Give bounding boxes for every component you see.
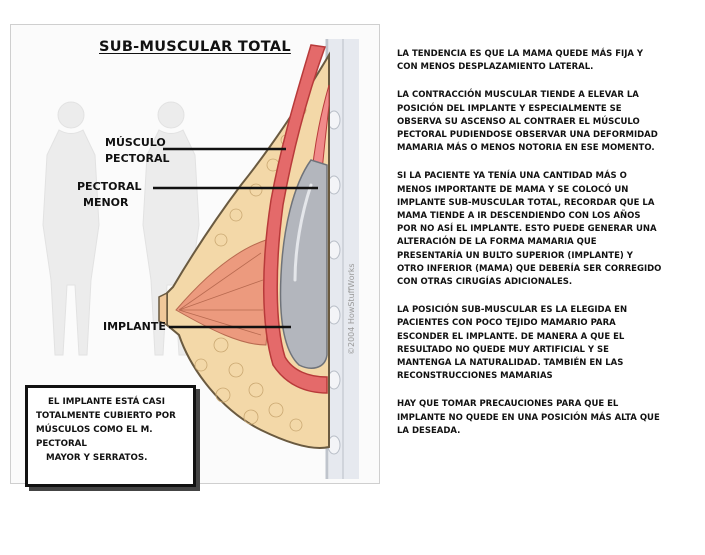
description-text: La tendencia es que la mama quede más fi… xyxy=(397,48,662,453)
paragraph-muscle-contraction: La contracción muscular tiende a elevar … xyxy=(397,90,658,154)
implant-highlight xyxy=(293,183,313,282)
nipple xyxy=(158,291,168,327)
copyright-watermark: ©2004 HowStuffWorks xyxy=(347,263,356,355)
note-line-2: TOTALMENTE CUBIERTO POR xyxy=(36,411,176,421)
label-pectoralis-major-line2: PECTORAL xyxy=(105,152,170,165)
label-pectoralis-major: MÚSCULO PECTORAL xyxy=(105,135,170,167)
note-line-1: EL IMPLANTE ESTÁ CASI xyxy=(48,397,165,407)
label-pectoralis-minor-line1: PECTORAL xyxy=(77,180,142,193)
implant xyxy=(279,159,328,369)
note-line-3: MÚSCULOS COMO EL M. PECTORAL xyxy=(36,425,153,449)
anatomy-illustration xyxy=(42,39,359,479)
paragraph-indication: La posición sub-muscular es la elegida e… xyxy=(397,305,628,382)
paragraph-fixation: La tendencia es que la mama quede más fi… xyxy=(397,49,644,73)
label-pectoralis-minor-line2: MENOR xyxy=(83,196,129,209)
paragraph-precautions: Hay que tomar precauciones para que el i… xyxy=(397,399,660,436)
gland-ducts xyxy=(178,252,264,336)
chest-wall xyxy=(325,39,359,479)
note-line-4: MAYOR Y SERRATOS. xyxy=(46,453,148,463)
implant-note-box: EL IMPLANTE ESTÁ CASI TOTALMENTE CUBIERT… xyxy=(25,385,196,487)
paragraph-descent: Si la paciente ya tenía una cantidad más… xyxy=(397,171,662,288)
breast-implant-diagram: SUB-MUSCULAR TOTAL MÚSCULO PECTORAL PECT… xyxy=(10,24,380,487)
pectoralis-major-muscle xyxy=(262,44,328,394)
label-pectoralis-minor: PECTORAL MENOR xyxy=(77,179,142,211)
label-pectoralis-major-line1: MÚSCULO xyxy=(105,136,166,149)
leader-lines xyxy=(153,147,318,329)
diagram-title: SUB-MUSCULAR TOTAL xyxy=(99,39,291,55)
label-implant: IMPLANTE xyxy=(103,320,166,333)
